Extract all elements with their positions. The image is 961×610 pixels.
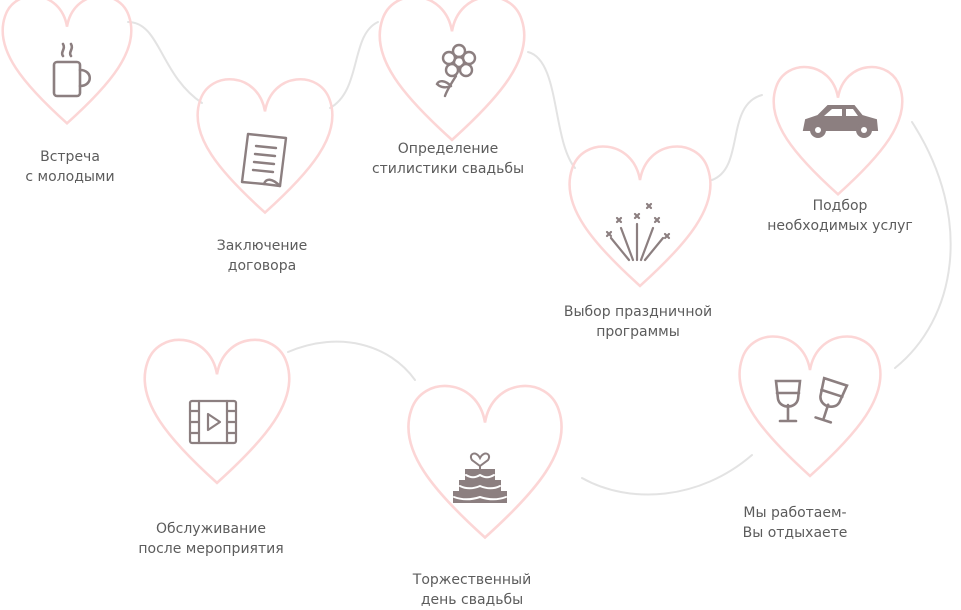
label-line: после мероприятия <box>138 541 284 557</box>
video-film-icon <box>188 399 238 445</box>
document-icon <box>240 132 288 188</box>
step-label-wedding: Торжественный день свадьбы <box>413 570 531 610</box>
step-style <box>378 0 526 142</box>
step-we-work <box>738 335 882 478</box>
label-line: договора <box>227 258 297 274</box>
connector-program-services <box>711 94 763 181</box>
car-icon <box>802 105 879 138</box>
wine-glasses-icon <box>774 376 849 424</box>
connector-services-wework <box>894 121 952 369</box>
label-line: день свадьбы <box>420 592 524 608</box>
label-line: Торжественный <box>412 572 532 588</box>
heart-outline <box>378 0 526 142</box>
wedding-cake-icon <box>453 452 507 503</box>
step-label-meeting: Встреча с молодыми <box>25 147 114 187</box>
step-label-aftercare: Обслуживание после мероприятия <box>138 519 283 559</box>
label-line: Встреча <box>40 149 100 165</box>
connector-style-program <box>527 51 576 169</box>
heart-outline <box>568 145 712 288</box>
step-label-we-work: Мы работаем- Вы отдыхаете <box>743 503 848 543</box>
connector-meeting-contract <box>127 21 203 104</box>
heart-outline <box>738 335 882 478</box>
step-aftercare <box>143 338 291 485</box>
label-line: необходимых услуг <box>767 218 913 234</box>
label-line: Выбор праздничной <box>563 304 713 320</box>
label-line: Подбор <box>812 198 868 214</box>
step-label-style: Определение стилистики свадьбы <box>372 139 524 179</box>
label-line: Обслуживание <box>155 521 266 537</box>
label-line: Заключение <box>216 238 308 254</box>
label-line: стилистики свадьбы <box>371 161 525 177</box>
label-line: Определение <box>397 141 499 157</box>
step-label-services: Подбор необходимых услуг <box>767 196 913 236</box>
step-program <box>568 145 712 288</box>
label-line: программы <box>596 324 680 340</box>
fireworks-icon <box>605 202 671 262</box>
label-line: с молодыми <box>25 169 115 185</box>
step-label-contract: Заключение договора <box>217 236 308 276</box>
step-label-program: Выбор праздничной программы <box>564 302 712 342</box>
coffee-cup-icon <box>52 42 92 98</box>
label-line: Вы отдыхаете <box>742 525 848 541</box>
connector-contract-style <box>329 21 379 109</box>
flower-icon <box>435 43 477 98</box>
heart-outline <box>143 338 291 485</box>
label-line: Мы работаем- <box>743 505 847 521</box>
connector-wework-wedding <box>581 454 753 496</box>
connector-wedding-aftercare <box>287 340 416 381</box>
